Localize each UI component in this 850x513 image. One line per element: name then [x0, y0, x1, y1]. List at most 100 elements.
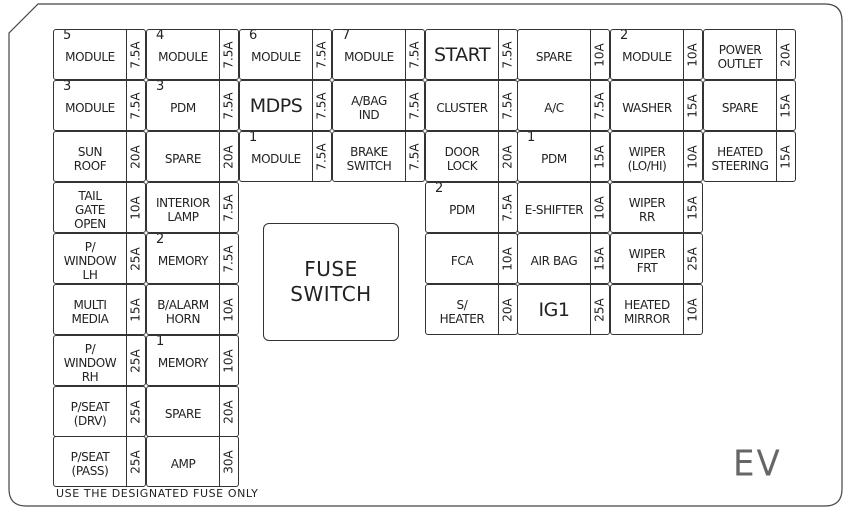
fuse-switch-line1: FUSE: [304, 257, 358, 281]
fuse-rating: 25A: [129, 246, 144, 271]
fuse-slot[interactable]: P/SEAT (DRV) 25A: [53, 386, 146, 437]
fuse-rating-cell: 25A: [126, 387, 145, 436]
fuse-rating-cell: 7.5A: [405, 132, 424, 181]
fuse-slot[interactable]: HEATED MIRROR 10A: [610, 284, 703, 335]
fuse-rating-cell: 7.5A: [405, 30, 424, 79]
fuse-rating: 7.5A: [408, 40, 423, 69]
fuse-slot[interactable]: WIPER (LO/HI)10A: [610, 131, 703, 182]
fuse-rating: 7.5A: [315, 91, 330, 120]
fuse-name: P/SEAT (DRV): [70, 399, 110, 428]
fuse-rating-cell: 7.5A: [405, 81, 424, 130]
fuse-name: PDM: [170, 100, 196, 115]
fuse-rating: 20A: [222, 399, 237, 424]
fuse-name: MEMORY: [157, 355, 209, 370]
fuse-name: INTERIOR LAMP: [156, 195, 210, 224]
fuse-switch[interactable]: FUSE SWITCH: [263, 223, 399, 341]
fuse-rating: 7.5A: [129, 91, 144, 120]
fuse-rating: 7.5A: [501, 40, 516, 69]
fuse-rating-cell: 7.5A: [312, 30, 331, 79]
fuse-slot[interactable]: P/SEAT (PASS)25A: [53, 436, 146, 487]
fuse-rating-cell: 10A: [219, 285, 238, 334]
fuse-rating: 7.5A: [222, 40, 237, 69]
fuse-rating-cell: 15A: [590, 132, 609, 181]
fuse-rating-cell: 15A: [590, 234, 609, 283]
fuse-name: SUN ROOF: [73, 144, 107, 173]
fuse-index: 1: [156, 335, 165, 349]
fuse-rating: 15A: [129, 297, 144, 322]
fuse-index: 1: [527, 131, 536, 145]
fuse-rating: 10A: [686, 297, 701, 322]
fuse-name: WIPER (LO/HI): [627, 144, 667, 173]
fuse-index: 3: [156, 80, 165, 94]
fuse-name: SPARE: [535, 49, 573, 64]
fuse-rating: 25A: [593, 297, 608, 322]
fuse-index: 7: [342, 29, 351, 43]
fuse-rating-cell: 10A: [683, 285, 702, 334]
fuse-rating-cell: 20A: [219, 132, 238, 181]
fuse-rating: 20A: [501, 144, 516, 169]
fuse-rating-cell: 10A: [126, 183, 145, 232]
fuse-index: 2: [435, 182, 444, 196]
fuse-rating: 25A: [129, 348, 144, 373]
fuse-rating-cell: 7.5A: [590, 81, 609, 130]
fuse-rating: 15A: [779, 144, 794, 169]
fuse-index: 1: [249, 131, 258, 145]
fuse-rating: 10A: [593, 195, 608, 220]
footer-note: USE THE DESIGNATED FUSE ONLY: [56, 487, 259, 500]
fuse-name: PDM: [449, 202, 475, 217]
fuse-rating: 10A: [129, 195, 144, 220]
fuse-name: P/ WINDOW RH: [63, 341, 117, 384]
fuse-name: HEATED MIRROR: [624, 297, 670, 326]
fuse-name: POWER OUTLET: [717, 42, 763, 71]
fuse-rating: 15A: [779, 93, 794, 118]
fuse-rating-cell: 7.5A: [126, 30, 145, 79]
fuse-name: MODULE: [65, 100, 115, 115]
fuse-slot[interactable]: SPARE 15A: [703, 80, 796, 131]
fuse-rating-cell: 15A: [683, 81, 702, 130]
fuse-rating-cell: 7.5A: [312, 132, 331, 181]
fuse-name: SPARE: [721, 100, 759, 115]
fuse-rating: 15A: [686, 195, 701, 220]
fuse-slot[interactable]: P/ WINDOW RH 25A: [53, 335, 146, 386]
fuse-rating: 7.5A: [315, 40, 330, 69]
